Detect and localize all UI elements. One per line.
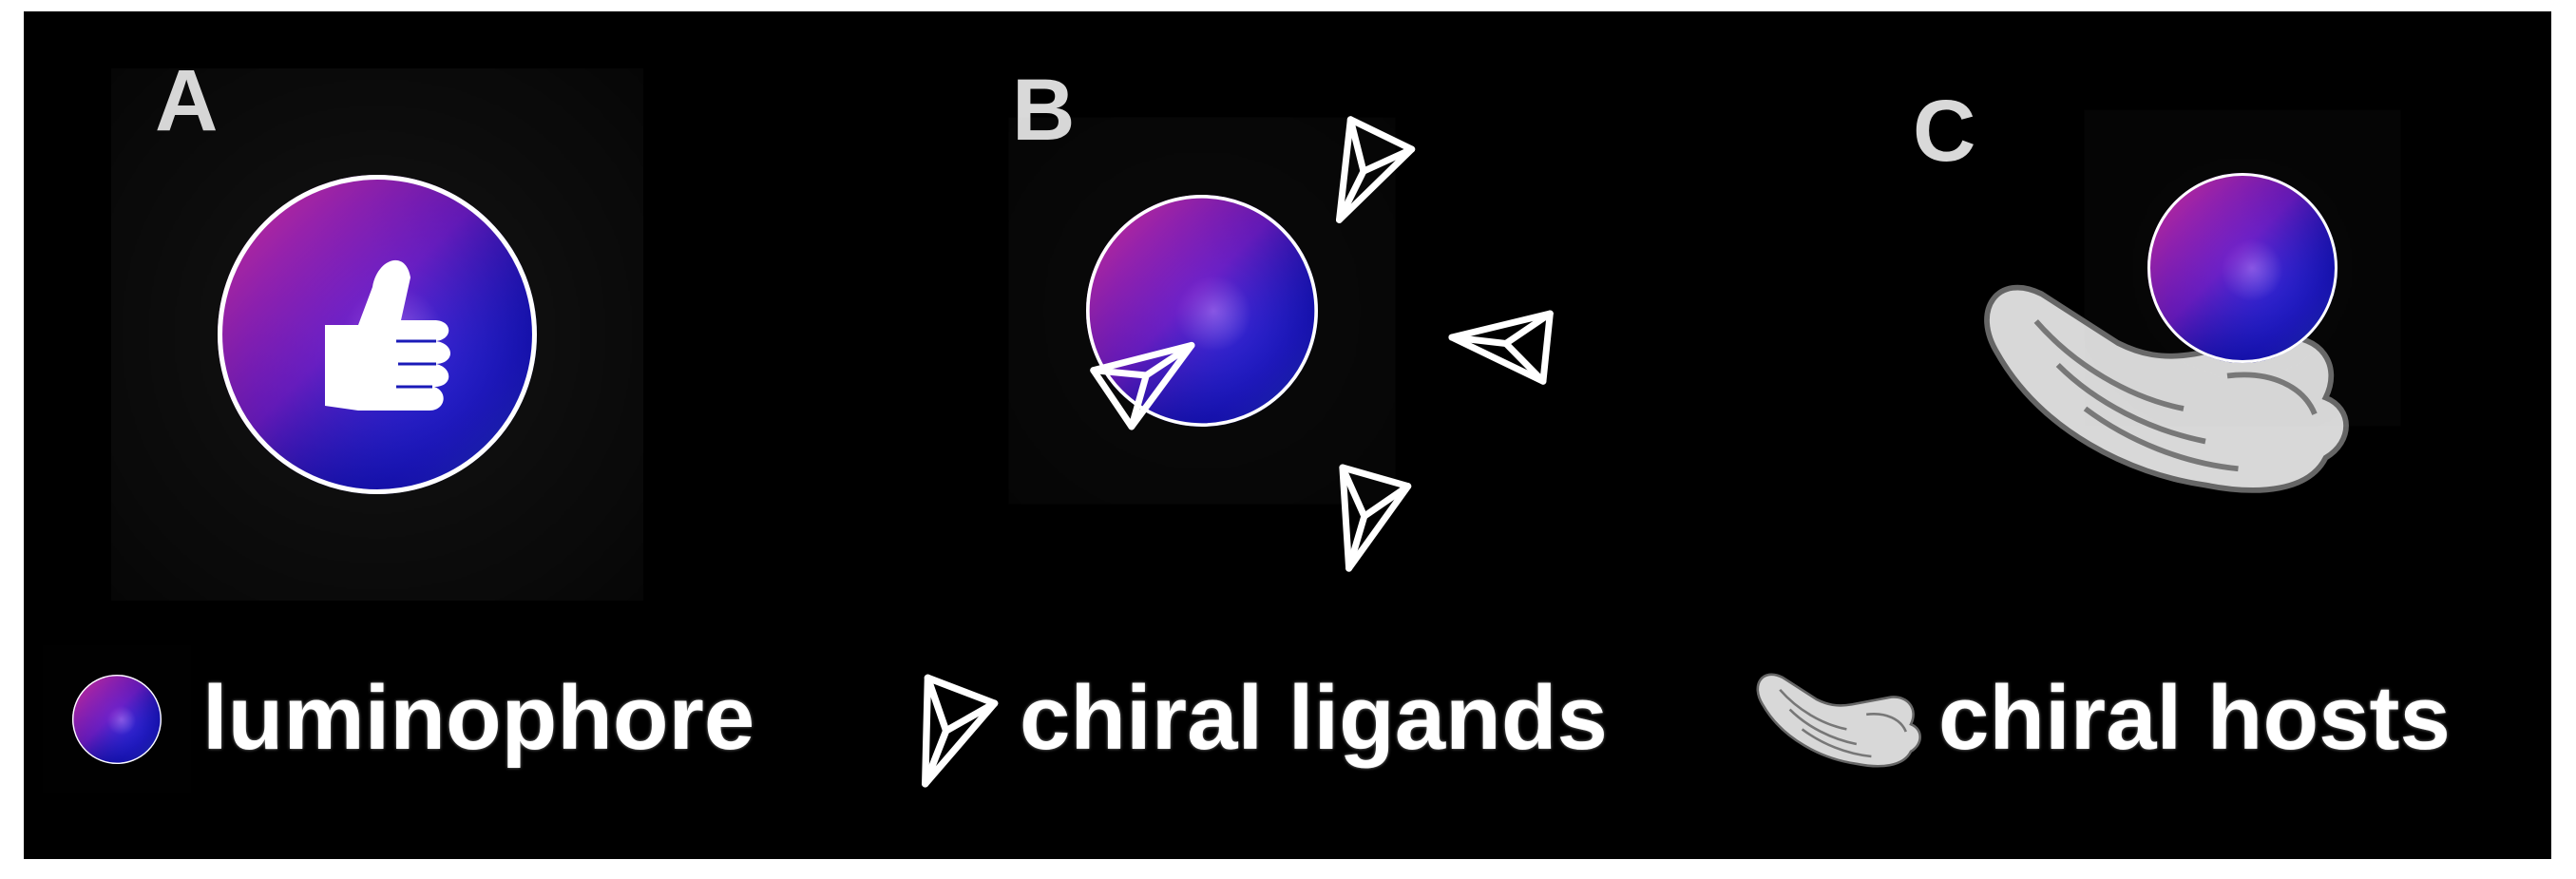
thumbs-up-icon [325, 259, 450, 411]
panel-label-a: A [155, 52, 219, 149]
tetrahedron-icon [1452, 289, 1577, 410]
panel-label-c: C [1913, 83, 1976, 180]
figure-panel: A B C [24, 11, 2551, 859]
legend-hosts-label: chiral hosts [1938, 667, 2451, 769]
legend-luminophore-icon [70, 673, 163, 766]
panel-c-luminophore [2144, 169, 2341, 367]
legend-hand-icon [1756, 673, 1922, 768]
panel-label-b: B [1012, 62, 1076, 159]
tetrahedron-icon [1323, 110, 1422, 220]
legend-ligands-label: chiral ligands [1020, 667, 1608, 769]
legend-luminophore-label: luminophore [202, 667, 755, 769]
tetrahedron-icon [1316, 449, 1428, 568]
panel-b-luminophore [1081, 190, 1323, 431]
diagram-graphics [24, 11, 2551, 859]
legend-tetrahedron-icon [899, 663, 1010, 784]
